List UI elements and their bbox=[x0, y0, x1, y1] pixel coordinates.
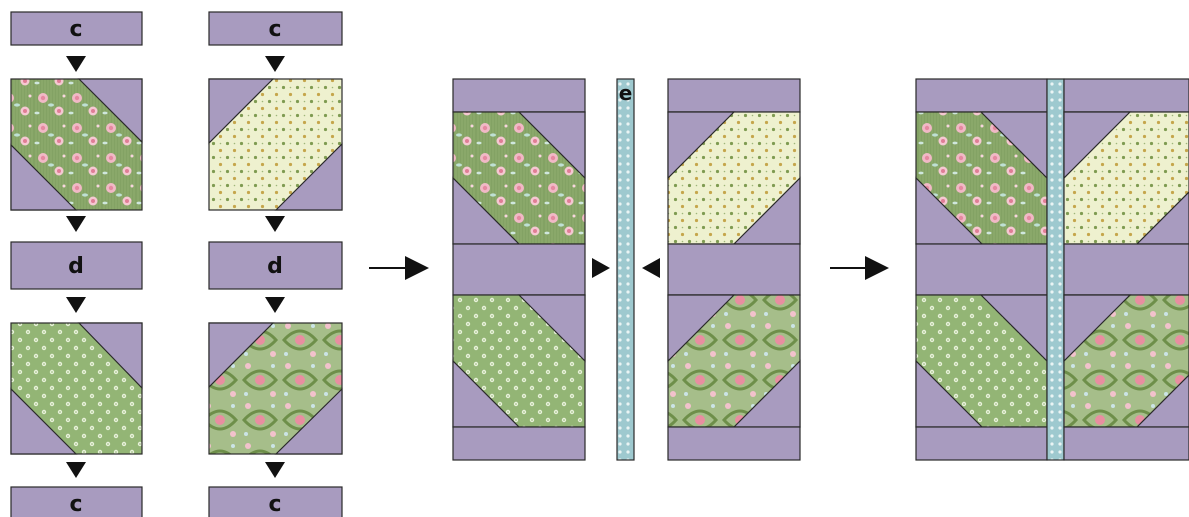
strip-c: c bbox=[208, 11, 343, 46]
strip-d: d bbox=[208, 241, 343, 290]
right-arrow-icon bbox=[592, 258, 610, 278]
snowball-block-rose bbox=[10, 78, 143, 211]
down-arrow-icon bbox=[265, 297, 285, 313]
snowball-block-cream bbox=[208, 78, 343, 211]
down-arrow-icon bbox=[66, 297, 86, 313]
strip-c: c bbox=[208, 486, 343, 517]
snowball-block-paisley bbox=[208, 322, 343, 455]
strip-c: c bbox=[10, 486, 143, 517]
down-arrow-icon bbox=[265, 216, 285, 232]
down-arrow-icon bbox=[265, 56, 285, 72]
left-column-1: c d c bbox=[10, 11, 143, 517]
right-arrow-icon bbox=[830, 256, 889, 280]
joined-block bbox=[915, 78, 1189, 461]
label-e: e bbox=[619, 81, 633, 105]
right-arrow-icon bbox=[369, 256, 429, 280]
strip-d: d bbox=[10, 241, 143, 290]
label-c: c bbox=[268, 17, 281, 42]
down-arrow-icon bbox=[66, 56, 86, 72]
down-arrow-icon bbox=[265, 462, 285, 478]
left-arrow-icon bbox=[642, 258, 660, 278]
down-arrow-icon bbox=[66, 462, 86, 478]
label-c: c bbox=[69, 492, 82, 517]
sashing-strip-e: e bbox=[616, 78, 635, 461]
label-d: d bbox=[267, 254, 283, 279]
label-c: c bbox=[268, 492, 281, 517]
down-arrow-icon bbox=[66, 216, 86, 232]
middle-column-left bbox=[452, 78, 586, 461]
label-c: c bbox=[69, 17, 82, 42]
strip-c: c bbox=[10, 11, 143, 46]
snowball-block-green-dot bbox=[10, 322, 143, 455]
middle-column-right bbox=[667, 78, 801, 461]
label-d: d bbox=[68, 254, 84, 279]
left-column-2: c d c bbox=[208, 11, 343, 517]
